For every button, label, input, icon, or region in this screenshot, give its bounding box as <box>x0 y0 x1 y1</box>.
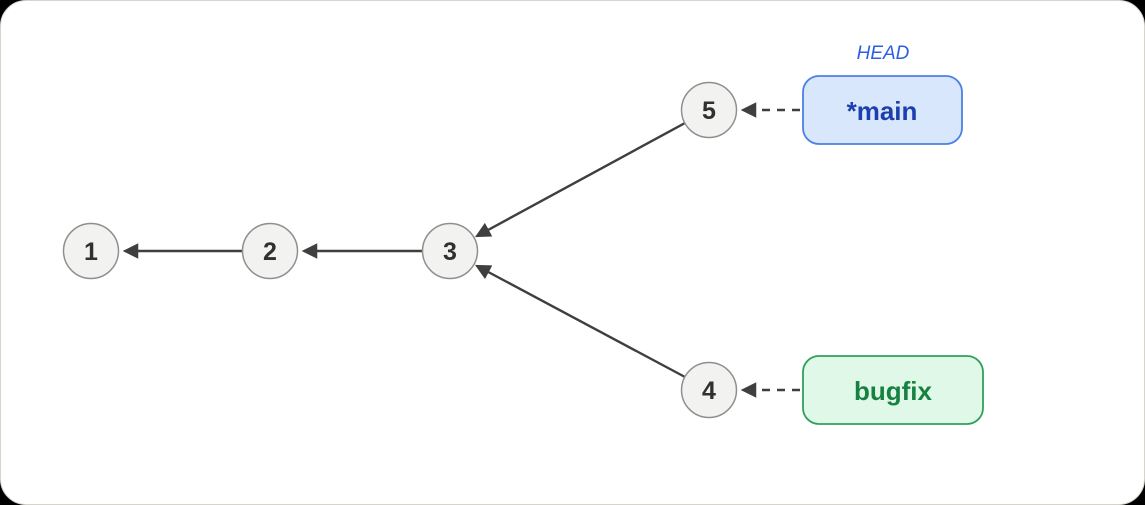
commit-label-1: 1 <box>84 238 98 266</box>
bugfix-branch-label: bugfix <box>854 376 933 406</box>
commit-circle-2 <box>241 222 299 280</box>
commit-circle-3 <box>421 222 479 280</box>
main-branch-box <box>802 75 963 145</box>
commit-label-2: 2 <box>263 238 277 266</box>
head-label: HEAD <box>857 43 910 64</box>
main-branch-label: *main <box>847 96 918 126</box>
bugfix-branch-pointer: bugfix <box>802 355 984 425</box>
commit-node-2: 2 <box>241 222 299 280</box>
bugfix-branch-box <box>802 355 984 425</box>
commit-label-5: 5 <box>702 97 716 125</box>
commit-circle-5 <box>680 81 738 139</box>
commit-node-3: 3 <box>421 222 479 280</box>
edge-commit5-to-commit3 <box>474 121 686 238</box>
main-branch-pointer: *main <box>802 75 963 145</box>
edge-commit4-to-commit3 <box>474 264 686 379</box>
commit-label-3: 3 <box>443 238 457 266</box>
commit-node-5: 5 <box>680 81 738 139</box>
commit-circle-4 <box>680 361 738 419</box>
commit-node-4: 4 <box>680 361 738 419</box>
commit-circle-1 <box>62 222 120 280</box>
commit-node-1: 1 <box>62 222 120 280</box>
commit-label-4: 4 <box>702 377 716 405</box>
